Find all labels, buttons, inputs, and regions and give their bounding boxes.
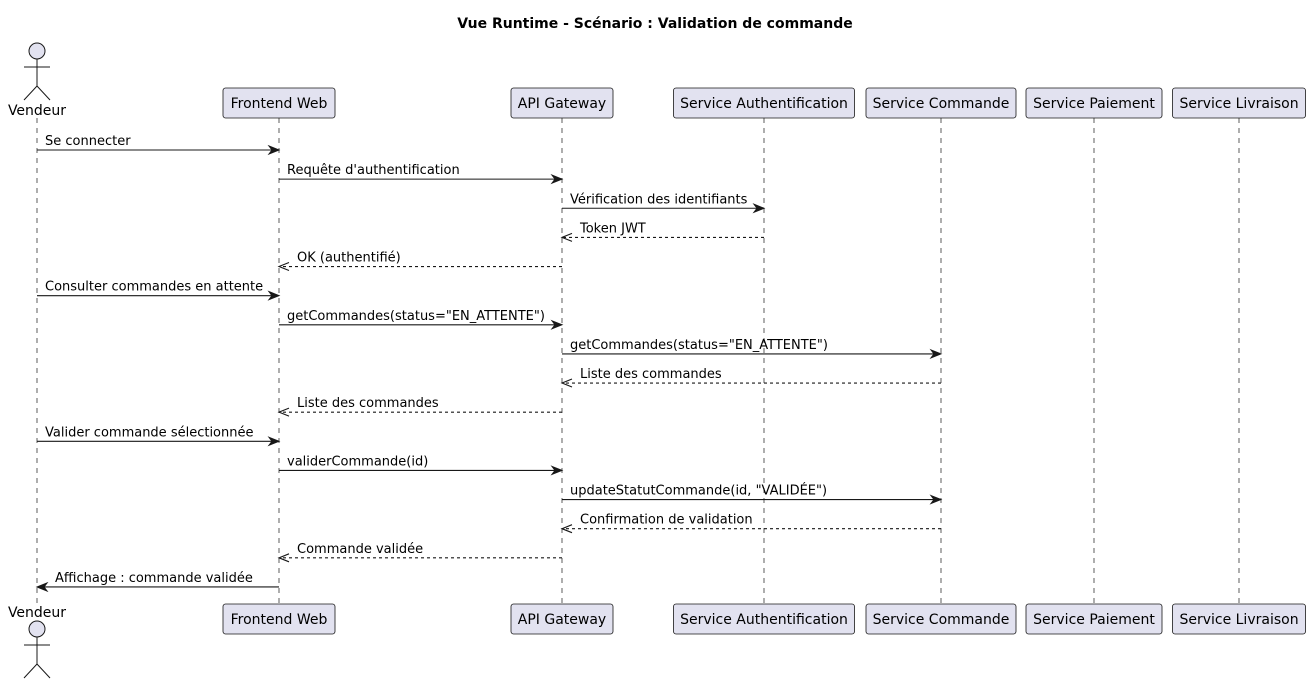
service-livraison-label-top: Service Livraison	[1179, 96, 1298, 112]
filled-arrowhead	[929, 494, 943, 505]
message-label: Liste des commandes	[297, 396, 439, 411]
api-gateway-label-top: API Gateway	[518, 96, 606, 112]
filled-arrowhead	[550, 465, 564, 476]
frontend-web-box-bottom: Frontend Web	[222, 603, 336, 635]
lifelines	[36, 118, 1240, 604]
message-12: validerCommande(id)	[279, 454, 564, 476]
message-label: Confirmation de validation	[580, 513, 753, 528]
service-paiement-box-top: Service Paiement	[1025, 87, 1163, 119]
service-paiement-label-bottom: Service Paiement	[1033, 612, 1155, 628]
filled-arrowhead	[35, 581, 49, 593]
service-authentification-label-top: Service Authentification	[680, 96, 848, 112]
open-arrowhead	[277, 407, 290, 417]
service-authentification-box-top: Service Authentification	[673, 87, 855, 119]
message-9: Liste des commandes	[560, 367, 941, 388]
message-4: Token JWT	[560, 221, 764, 242]
service-authentification-box-rect	[673, 603, 855, 635]
api-gateway-box-rect	[510, 87, 614, 119]
service-commande-box-top: Service Commande	[865, 87, 1017, 119]
filled-arrowhead	[550, 174, 564, 185]
filled-arrowhead	[267, 290, 281, 301]
service-commande-box-bottom: Service Commande	[865, 603, 1017, 635]
message-label: Affichage : commande validée	[55, 571, 253, 586]
service-paiement-box-rect	[1025, 603, 1163, 635]
message-label: Vérification des identifiants	[570, 192, 748, 207]
message-label: Commande validée	[297, 542, 423, 557]
actor-legs	[23, 85, 51, 101]
message-label: Token JWT	[579, 221, 646, 236]
frontend-web-box-rect	[222, 87, 336, 119]
message-5: OK (authentifié)	[277, 251, 562, 272]
actor-head	[28, 42, 46, 60]
diagram-title: Vue Runtime - Scénario : Validation de c…	[457, 16, 852, 32]
service-livraison-label-bottom: Service Livraison	[1179, 612, 1298, 628]
frontend-web-box-rect	[222, 603, 336, 635]
message-label: OK (authentifié)	[297, 251, 401, 266]
service-livraison-box-bottom: Service Livraison	[1172, 603, 1306, 635]
vendeur-label-top: Vendeur	[8, 103, 66, 119]
service-authentification-label-bottom: Service Authentification	[680, 612, 848, 628]
api-gateway-box-top: API Gateway	[510, 87, 614, 119]
service-paiement-box-rect	[1025, 87, 1163, 119]
message-8: getCommandes(status="EN_ATTENTE")	[562, 338, 943, 360]
message-15: Commande validée	[277, 542, 562, 563]
service-commande-label-bottom: Service Commande	[873, 612, 1010, 628]
message-label: updateStatutCommande(id, "VALIDÉE")	[570, 483, 827, 499]
message-7: getCommandes(status="EN_ATTENTE")	[279, 309, 564, 330]
message-1: Se connecter	[37, 134, 281, 156]
api-gateway-label-bottom: API Gateway	[518, 612, 606, 628]
message-6: Consulter commandes en attente	[37, 280, 281, 301]
message-label: Requête d'authentification	[287, 163, 460, 178]
service-authentification-box-rect	[673, 87, 855, 119]
actor-legs	[23, 663, 51, 679]
open-arrowhead	[560, 232, 573, 242]
message-label: Se connecter	[45, 134, 131, 149]
api-gateway-box-bottom: API Gateway	[510, 603, 614, 635]
message-label: validerCommande(id)	[287, 454, 428, 469]
open-arrowhead	[560, 524, 573, 534]
service-commande-box-rect	[865, 603, 1017, 635]
frontend-web-label-bottom: Frontend Web	[231, 612, 328, 628]
participant-footers: Vendeur Frontend Web API Gateway Service Au…	[8, 603, 1306, 679]
message-14: Confirmation de validation	[560, 513, 941, 534]
filled-arrowhead	[752, 203, 766, 214]
open-arrowhead	[277, 262, 290, 272]
frontend-web-label-top: Frontend Web	[231, 96, 328, 112]
vendeur-label-bottom: Vendeur	[8, 605, 66, 621]
service-commande-box-rect	[865, 87, 1017, 119]
service-livraison-box-top: Service Livraison	[1172, 87, 1306, 119]
message-3: Vérification des identifiants	[562, 192, 766, 214]
vendeur-actor-figure-bottom	[23, 620, 51, 679]
service-paiement-label-top: Service Paiement	[1033, 96, 1155, 112]
message-label: getCommandes(status="EN_ATTENTE")	[570, 338, 828, 353]
service-paiement-box-bottom: Service Paiement	[1025, 603, 1163, 635]
api-gateway-box-rect	[510, 603, 614, 635]
frontend-web-box-top: Frontend Web	[222, 87, 336, 119]
message-16: Affichage : commande validée	[35, 571, 279, 593]
open-arrowhead	[277, 553, 290, 563]
participant-headers: Vendeur Frontend Web API Gateway Service Au…	[8, 42, 1306, 119]
filled-arrowhead	[267, 144, 281, 156]
filled-arrowhead	[267, 436, 281, 447]
message-2: Requête d'authentification	[279, 163, 564, 185]
message-label: Consulter commandes en attente	[45, 280, 263, 295]
message-label: getCommandes(status="EN_ATTENTE")	[287, 309, 545, 324]
message-11: Valider commande sélectionnée	[37, 425, 281, 447]
filled-arrowhead	[550, 319, 564, 330]
message-label: Valider commande sélectionnée	[45, 425, 253, 440]
message-13: updateStatutCommande(id, "VALIDÉE")	[562, 483, 943, 505]
open-arrowhead	[560, 378, 573, 388]
message-10: Liste des commandes	[277, 396, 562, 417]
service-livraison-box-rect	[1172, 603, 1306, 635]
service-authentification-box-bottom: Service Authentification	[673, 603, 855, 635]
filled-arrowhead	[929, 348, 943, 360]
vendeur-actor-figure-top	[23, 42, 51, 101]
service-livraison-box-rect	[1172, 87, 1306, 119]
message-label: Liste des commandes	[580, 367, 722, 382]
actor-head	[28, 620, 46, 638]
service-commande-label-top: Service Commande	[873, 96, 1010, 112]
